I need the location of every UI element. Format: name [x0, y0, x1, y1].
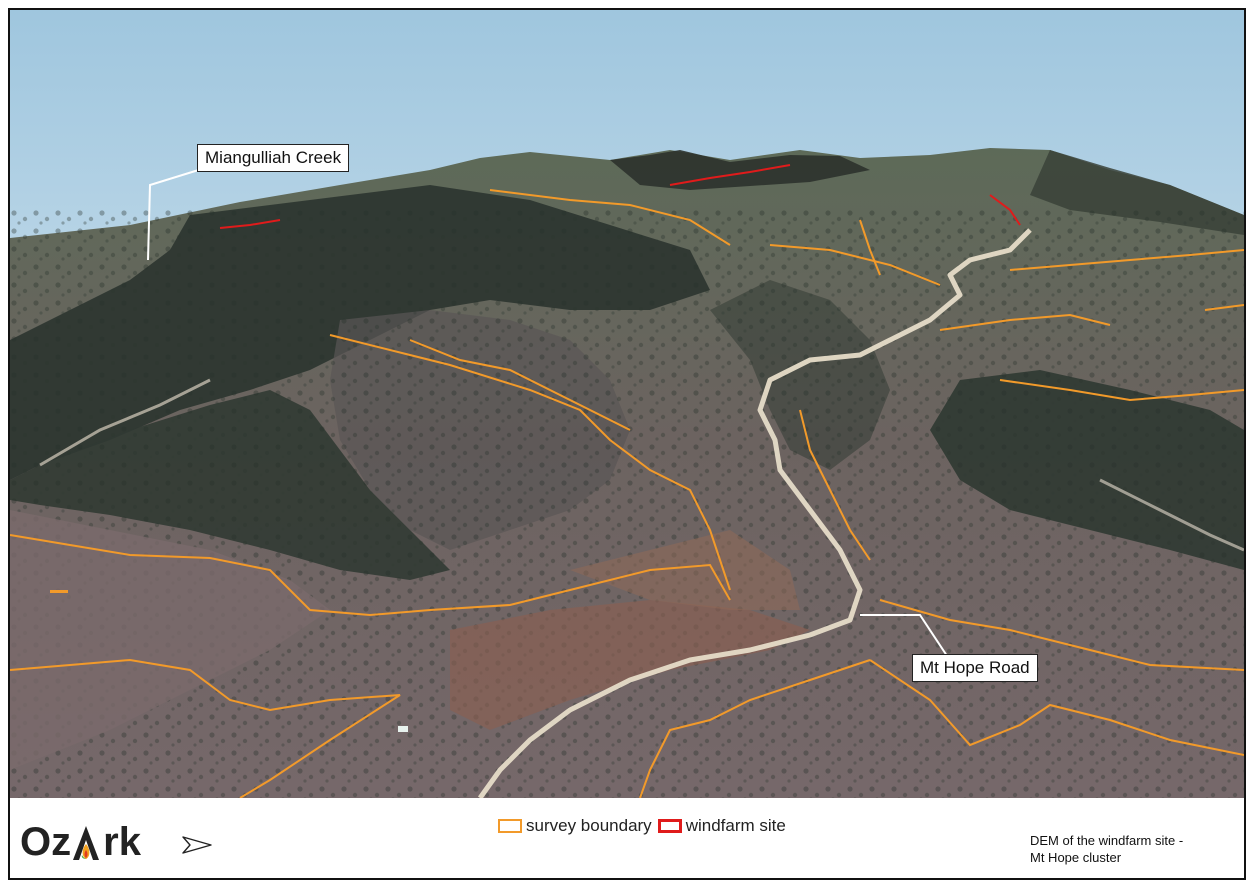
map-legend: survey boundary windfarm site: [498, 816, 786, 836]
survey-boundary-swatch: [498, 819, 522, 833]
road-leader-line: [860, 614, 956, 669]
legend-survey-boundary: survey boundary: [526, 816, 652, 835]
windfarm-site-swatch: [657, 819, 682, 833]
creek-leader-line: [147, 167, 206, 261]
distant-ridge: [610, 150, 870, 190]
logo-letter-o: O: [20, 820, 52, 864]
ploughed-field: [450, 600, 810, 730]
logo-letters-rk: rk: [103, 820, 141, 864]
survey-boundary-lines: [10, 189, 1244, 798]
tree-texture: [10, 210, 1244, 798]
caption-line-1: DEM of the windfarm site -: [1030, 833, 1184, 848]
valley-floor: [570, 530, 800, 610]
boundary-marker: [50, 590, 68, 593]
map-caption: DEM of the windfarm site - Mt Hope clust…: [1030, 832, 1183, 866]
logo-letter-z: z: [51, 820, 72, 864]
creek-label: Miangulliah Creek: [197, 144, 350, 172]
farm-building: [398, 726, 408, 732]
flame-a-icon: [73, 825, 100, 860]
north-arrow-icon: [182, 836, 212, 854]
east-track: [1099, 478, 1244, 552]
mt-hope-road: [477, 228, 1032, 798]
west-track: [39, 378, 211, 467]
caption-line-2: Mt Hope cluster: [1030, 850, 1122, 865]
lower-hill-west: [10, 510, 330, 770]
terrain-svg: [10, 10, 1244, 798]
terrain-view[interactable]: Miangulliah Creek Mt Hope Road: [10, 10, 1244, 798]
windfarm-site-lines: [219, 164, 1021, 229]
legend-windfarm-site: windfarm site: [685, 816, 786, 835]
road-label: Mt Hope Road: [912, 654, 1038, 682]
